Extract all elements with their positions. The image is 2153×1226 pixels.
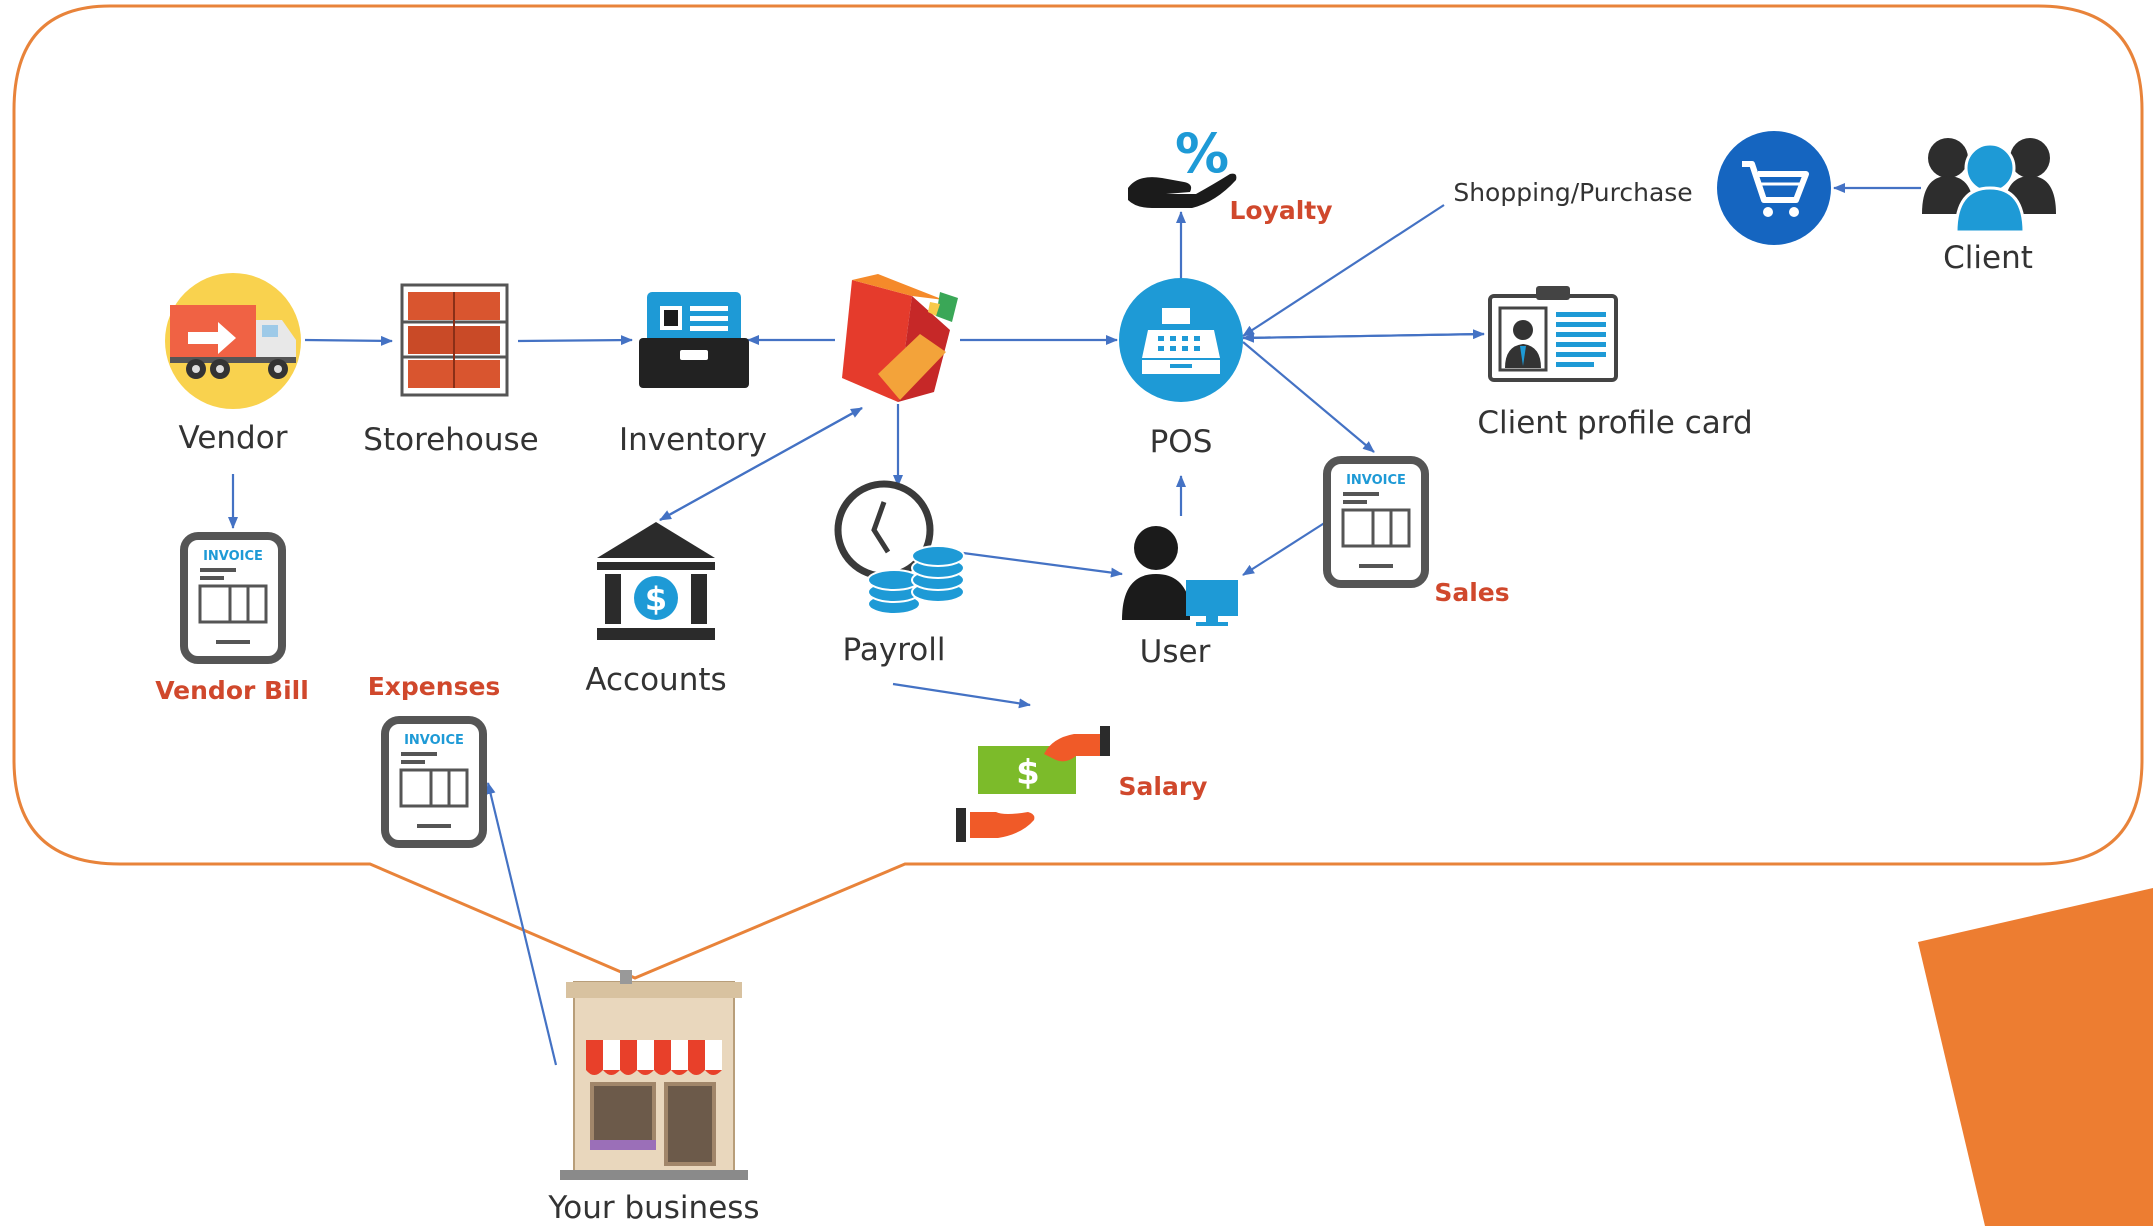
- node-label-storehouse: Storehouse: [363, 422, 539, 458]
- annotation-vendor-bill: Vendor Bill: [155, 676, 309, 705]
- invoice-tablet-icon-expenses: INVOICE: [381, 716, 487, 848]
- arrow-shopping-pos: [1242, 204, 1445, 337]
- salary-hands-icon: $: [956, 726, 1110, 842]
- speech-bubble: [12, 4, 2144, 980]
- node-label-vendor: Vendor: [178, 420, 288, 456]
- node-label-pos: POS: [1149, 424, 1213, 460]
- annotation-salary: Salary: [1118, 772, 1208, 801]
- annotation-loyalty: Loyalty: [1229, 196, 1333, 225]
- id-card-icon: [1488, 286, 1618, 382]
- svg-text:$: $: [1016, 753, 1040, 793]
- arrow-payroll-salary: [892, 682, 1031, 709]
- svg-text:INVOICE: INVOICE: [1346, 473, 1406, 488]
- svg-text:INVOICE: INVOICE: [203, 549, 263, 564]
- truck-icon: [165, 273, 301, 409]
- arrow-profile-pos: [1242, 332, 1485, 343]
- svg-text:$: $: [645, 580, 667, 618]
- loyalty-hand-icon: %: [1128, 122, 1237, 208]
- arrow-sales-user: [1242, 521, 1327, 576]
- node-label-accounts: Accounts: [585, 662, 727, 698]
- node-label-your-business: Your business: [548, 1190, 760, 1226]
- inventory-drawer-icon: [639, 292, 749, 388]
- arrow-business-expenses: [485, 782, 558, 1066]
- cash-register-icon: [1119, 278, 1243, 402]
- svg-text:INVOICE: INVOICE: [404, 733, 464, 748]
- annotation-sales: Sales: [1434, 578, 1510, 607]
- app-logo-icon: [842, 274, 958, 402]
- node-label-inventory: Inventory: [618, 422, 768, 458]
- arrow-storehouse-inventory: [517, 335, 633, 346]
- people-icon: [1922, 138, 2056, 234]
- arrow-vendor-storehouse: [304, 335, 393, 346]
- shelving-icon: [400, 283, 509, 397]
- arrows: [228, 183, 1921, 1066]
- node-label-client-profile-card: Client profile card: [1477, 405, 1753, 441]
- arrow-pos-sales: [1242, 341, 1375, 453]
- node-label-payroll: Payroll: [842, 632, 946, 668]
- arrow-accounts-logo: [659, 407, 863, 521]
- node-label-user: User: [1139, 634, 1211, 670]
- invoice-tablet-icon-sales: INVOICE: [1323, 456, 1429, 588]
- invoice-tablet-icon-vendor: INVOICE: [180, 532, 286, 664]
- annotation-shopping-purchase: Shopping/Purchase: [1453, 178, 1693, 207]
- clock-coins-icon: [834, 480, 965, 615]
- bank-icon: $: [597, 522, 715, 640]
- node-label-client: Client: [1943, 240, 2033, 276]
- corner-accent-shape: [1918, 888, 2153, 1226]
- svg-text:%: %: [1175, 122, 1229, 185]
- shopping-cart-icon: [1717, 131, 1831, 245]
- storefront-icon: [560, 970, 748, 1180]
- arrow-payroll-user: [962, 551, 1123, 578]
- user-computer-icon: [1122, 526, 1238, 626]
- annotation-expenses: Expenses: [367, 672, 501, 701]
